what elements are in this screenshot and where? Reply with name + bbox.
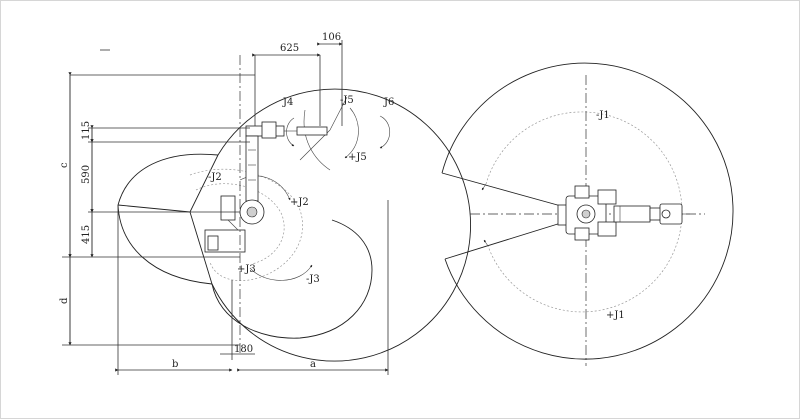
- dim-625-label: 625: [280, 43, 299, 54]
- dim-180-label: 180: [234, 344, 253, 355]
- dim-a-label: a: [310, 359, 316, 370]
- j3-plus-label: +J3: [237, 264, 256, 275]
- j5-minus-label: -J5: [340, 95, 354, 106]
- j4-rotation-arrow: [286, 117, 295, 147]
- dim-415-label: 415: [81, 225, 92, 244]
- side-view: 625 106 115 590 415 c d b 180 a J4 -J5 +…: [59, 32, 472, 375]
- j1-plus-label: +J1: [606, 310, 625, 321]
- arm-housing: [261, 121, 277, 139]
- j5-plus-label: +J5: [348, 152, 367, 163]
- dim-115-label: 115: [81, 121, 92, 140]
- j5-range-arc: [344, 107, 359, 159]
- j2-minus-label: -J2: [208, 172, 222, 183]
- outer-reach-envelope: [211, 88, 472, 362]
- robot-arm-side: [204, 121, 328, 253]
- j5-wedge-top: [329, 96, 348, 131]
- lower-arm: [245, 135, 259, 202]
- notch-line-lower: [189, 211, 213, 285]
- j3-envelope: [211, 219, 373, 339]
- wrist: [296, 126, 328, 136]
- j3-rotation-arrow: [249, 264, 313, 281]
- dim-c-label: c: [59, 162, 70, 168]
- robot-arm-top: [557, 185, 690, 241]
- dim-d-label: d: [59, 297, 70, 304]
- top-view: -J1 +J1: [441, 62, 734, 366]
- inner-reach-envelope: [117, 153, 219, 206]
- lower-envelope: [117, 204, 213, 285]
- top-inner-envelope: [485, 111, 683, 313]
- j6-rotation-arrow: [379, 115, 391, 149]
- dim-b-label: b: [172, 359, 178, 370]
- j1-minus-label: -J1: [596, 110, 610, 121]
- j2-plus-label: +J2: [290, 197, 309, 208]
- j6-label: J6: [383, 97, 394, 108]
- dim-590-label: 590: [81, 165, 92, 184]
- j3-minus-label: -J3: [306, 274, 320, 285]
- j4-label: J4: [282, 97, 293, 108]
- j5-arc: [303, 109, 331, 171]
- inner-dashed-path-2: [195, 183, 285, 265]
- top-outer-envelope: [441, 62, 734, 360]
- motor-block: [220, 195, 236, 221]
- notch-line-upper: [117, 154, 219, 213]
- dim-106-label: 106: [322, 32, 341, 43]
